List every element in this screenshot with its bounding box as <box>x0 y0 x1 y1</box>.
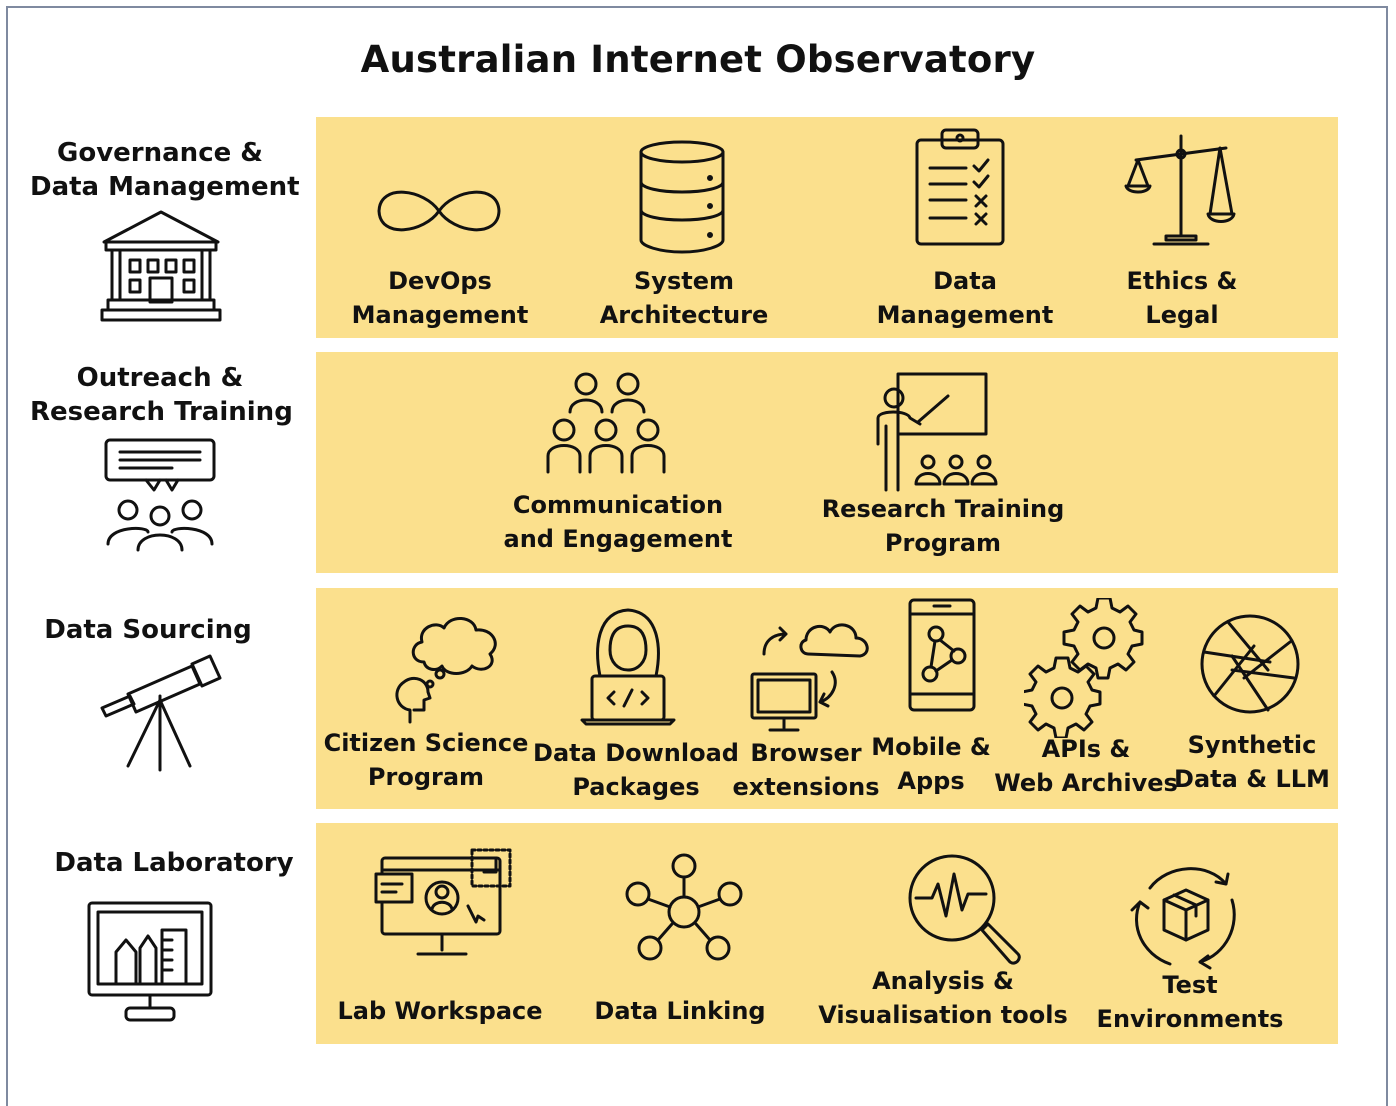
clipboard-checklist-icon <box>915 128 1005 246</box>
page-title: Australian Internet Observatory <box>360 38 1036 81</box>
caption-communication: Communication and Engagement <box>503 491 733 553</box>
caption-mobile-apps: Mobile & Apps <box>871 733 991 795</box>
row-label-outreach: Outreach & Research Training <box>30 363 293 427</box>
caption-data-linking: Data Linking <box>594 997 766 1025</box>
caption-browser-extensions: Browser extensions <box>732 739 880 801</box>
workspace-screen-icon <box>374 848 512 956</box>
database-icon <box>639 140 725 254</box>
band-outreach <box>316 352 1338 573</box>
caption-devops: DevOps Management <box>351 267 529 329</box>
person-laptop-code-icon <box>580 608 676 726</box>
magnifier-pulse-icon <box>908 854 1021 965</box>
outer-frame <box>6 6 1388 1106</box>
teacher-board-icon <box>876 372 998 492</box>
caption-lab-workspace: Lab Workspace <box>337 997 543 1025</box>
infinity-icon <box>377 190 501 232</box>
row-label-sourcing: Data Sourcing <box>44 615 252 645</box>
telescope-icon <box>100 654 222 772</box>
row-label-governance: Governance & Data Management <box>30 138 300 202</box>
monitor-tools-icon <box>87 901 213 1022</box>
caption-data-management: Data Management <box>876 267 1054 329</box>
presentation-audience-icon <box>104 438 216 552</box>
network-people-icon <box>625 853 743 961</box>
caption-synthetic-data: Synthetic Data & LLM <box>1174 731 1330 793</box>
caption-system-architecture: System Architecture <box>599 267 769 329</box>
row-label-laboratory: Data Laboratory <box>54 848 294 878</box>
group-people-icon <box>546 372 666 474</box>
caption-apis-web-archives: APIs & Web Archives <box>994 735 1178 797</box>
caption-data-download: Data Download Packages <box>533 739 739 801</box>
caption-test-environments: Test Environments <box>1096 971 1284 1033</box>
aperture-icon <box>1200 614 1300 714</box>
scales-icon <box>1124 134 1236 246</box>
caption-ethics-legal: Ethics & Legal <box>1126 267 1238 329</box>
computer-cloud-sync-icon <box>750 623 869 732</box>
gears-icon <box>1024 598 1144 738</box>
thought-cloud-icon <box>395 617 497 724</box>
building-icon <box>100 210 222 322</box>
box-cycle-icon <box>1130 867 1236 970</box>
mobile-network-icon <box>908 598 976 712</box>
caption-analysis-tools: Analysis & Visualisation tools <box>818 967 1068 1029</box>
caption-citizen-science: Citizen Science Program <box>323 729 529 791</box>
caption-research-training: Research Training Program <box>821 495 1065 557</box>
